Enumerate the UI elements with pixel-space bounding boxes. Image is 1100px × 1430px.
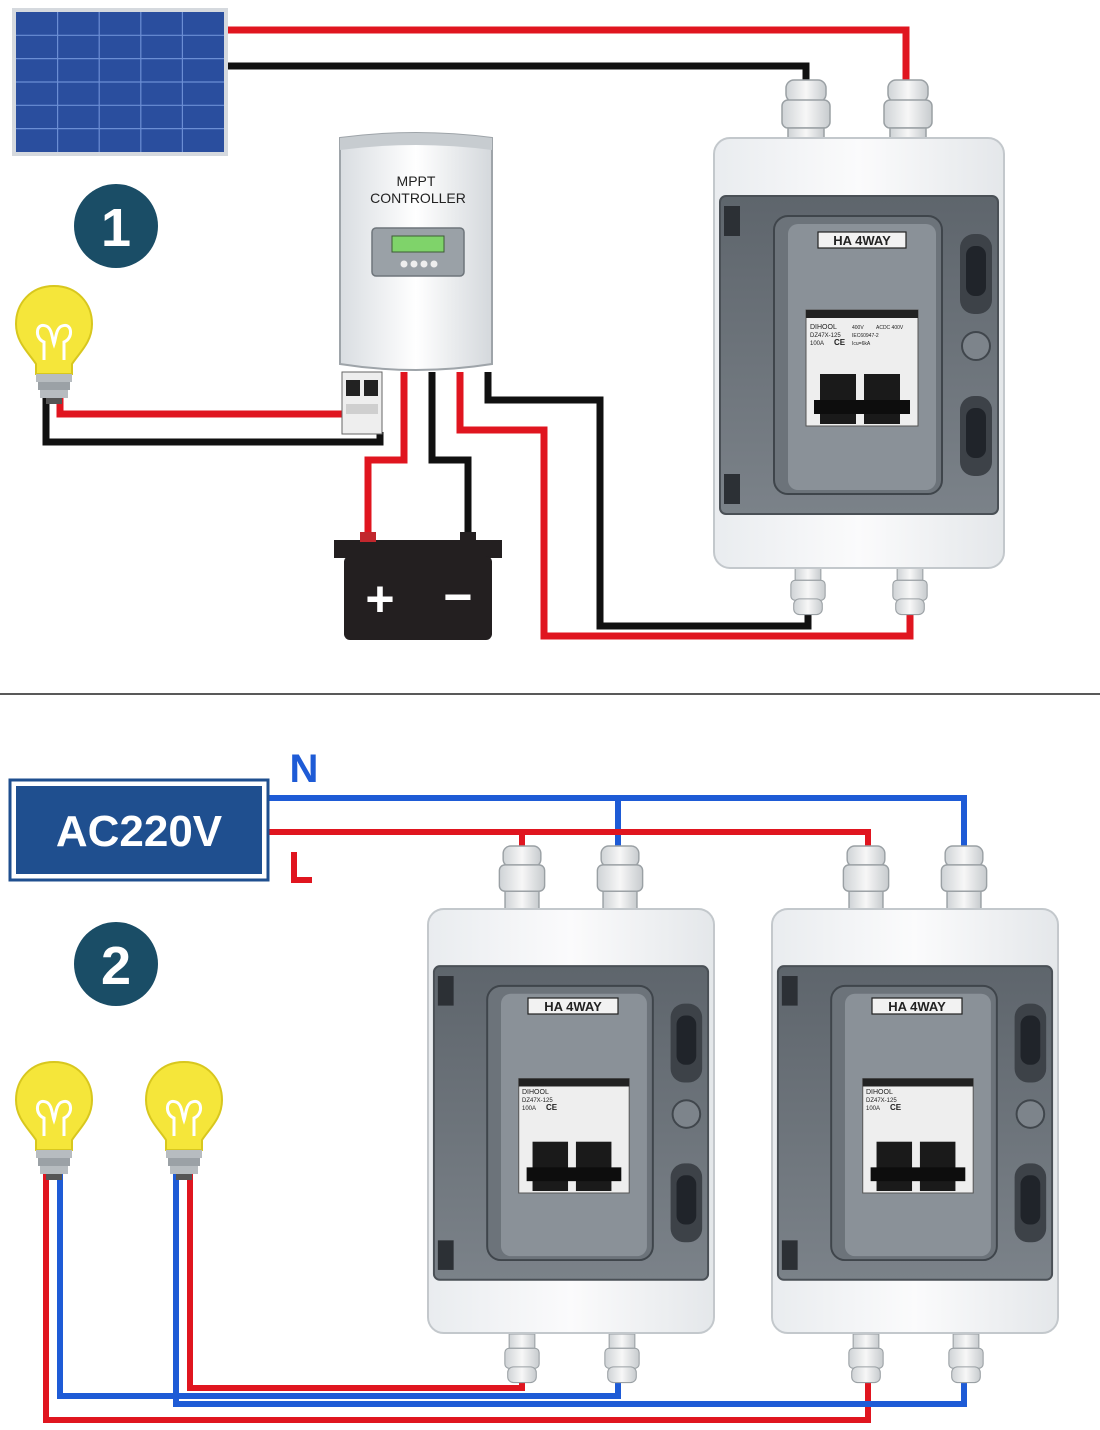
breaker-1-spec2: IEC60947-2 <box>852 333 879 339</box>
light-bulb-1 <box>14 284 94 406</box>
breaker-2b-model: DZ47X-125 <box>866 1098 897 1104</box>
enclosure-2a: HA 4WAY DIHOOL DZ47X-125 100A CE <box>427 845 715 1384</box>
enclosure-2a-label: HA 4WAY <box>544 999 602 1014</box>
breaker-1-spec3: Icu=6kA <box>852 341 871 347</box>
solar-panel <box>12 8 228 156</box>
step-badge-1: 1 <box>74 184 158 268</box>
enclosure-1-label: HA 4WAY <box>833 233 891 248</box>
breaker-2a-rating: 100A <box>522 1106 536 1112</box>
breaker-2b-brand: DIHOOL <box>866 1089 893 1096</box>
mppt-controller: MPPT CONTROLLER <box>339 132 493 371</box>
step-number-1: 1 <box>101 198 131 258</box>
breaker-1-ce: CE <box>834 338 846 347</box>
ac-source-label: AC220V <box>56 807 223 856</box>
battery: + − <box>334 532 502 640</box>
breaker-1-brand: DIHOOL <box>810 324 837 331</box>
small-breaker <box>341 371 383 435</box>
controller-label-line2: CONTROLLER <box>370 190 466 206</box>
wires-diagram-1 <box>42 26 914 640</box>
breaker-1-rating: 100A <box>810 341 824 347</box>
breaker-2a-brand: DIHOOL <box>522 1089 549 1096</box>
step-number-2: 2 <box>101 936 131 996</box>
ac-source: AC220V N L <box>8 747 319 882</box>
step-badge-2: 2 <box>74 922 158 1006</box>
breaker-2b-rating: 100A <box>866 1106 880 1112</box>
breaker-1-spec1: 400V <box>852 325 864 331</box>
breaker-1-spec4: ACDC 400V <box>876 325 904 331</box>
breaker-2b-ce: CE <box>890 1103 902 1112</box>
battery-minus: − <box>443 569 472 625</box>
breaker-2a-ce: CE <box>546 1103 558 1112</box>
breaker-2a-model: DZ47X-125 <box>522 1098 553 1104</box>
enclosure-1: HA 4WAY DIHOOL DZ47X-125 100A CE <box>713 79 1005 616</box>
light-bulb-2b <box>144 1060 224 1182</box>
light-bulb-2a <box>14 1060 94 1182</box>
breaker-1-model: DZ47X-125 <box>810 333 841 339</box>
enclosure-2b: HA 4WAY DIHOOL DZ47X-125 100A CE <box>771 845 1059 1384</box>
enclosure-2b-label: HA 4WAY <box>888 999 946 1014</box>
breaker-1-specs: 400V IEC60947-2 Icu=6kA ACDC 400V <box>852 325 904 347</box>
battery-plus: + <box>365 571 394 627</box>
neutral-label: N <box>290 747 319 791</box>
controller-label-line1: MPPT <box>397 173 436 189</box>
